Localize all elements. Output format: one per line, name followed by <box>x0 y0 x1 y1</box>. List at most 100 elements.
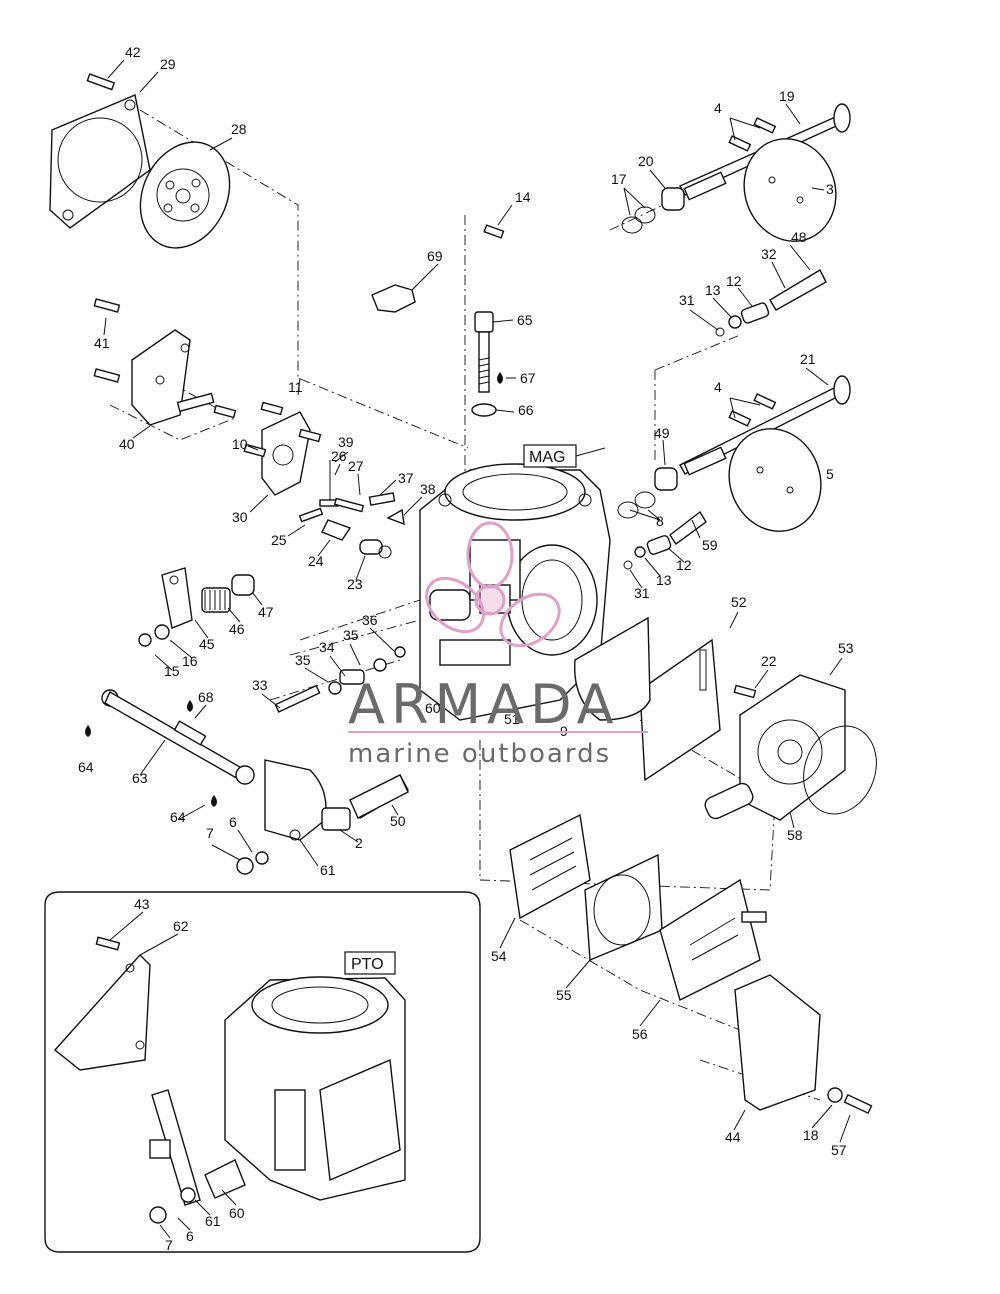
label-49: 49 <box>654 425 670 441</box>
label-63: 63 <box>132 770 148 786</box>
label-14: 14 <box>515 189 531 205</box>
label-58: 58 <box>787 827 803 843</box>
label-61b: 61 <box>205 1213 221 1229</box>
label-21: 21 <box>800 351 816 367</box>
label-51: 51 <box>504 711 520 727</box>
label-2: 2 <box>355 835 363 851</box>
lower-plates <box>509 813 873 1115</box>
needle-valve-set <box>298 460 405 559</box>
label-61a: 61 <box>320 862 336 878</box>
label-48: 48 <box>791 229 807 245</box>
label-59: 59 <box>702 537 718 553</box>
label-4b: 4 <box>714 379 722 395</box>
label-17: 17 <box>611 171 627 187</box>
label-10: 10 <box>232 436 248 452</box>
pto-tag: PTO <box>344 951 396 975</box>
label-27: 27 <box>348 458 364 474</box>
label-25: 25 <box>271 532 287 548</box>
label-26: 26 <box>331 448 347 464</box>
label-37: 37 <box>398 470 414 486</box>
label-64a: 64 <box>78 759 94 775</box>
pump-linkage <box>274 646 406 713</box>
label-64b: 64 <box>170 809 186 825</box>
label-62: 62 <box>173 918 189 934</box>
label-23: 23 <box>347 576 363 592</box>
label-24: 24 <box>308 553 324 569</box>
diaphragm-28 <box>139 141 231 249</box>
label-53: 53 <box>838 640 854 656</box>
label-18: 18 <box>803 1127 819 1143</box>
throttle-shaft-19 <box>621 103 851 242</box>
label-7b: 7 <box>165 1237 173 1253</box>
label-35b: 35 <box>343 627 359 643</box>
flower-logo <box>425 521 561 648</box>
label-54: 54 <box>491 948 507 964</box>
label-65: 65 <box>517 312 533 328</box>
throttle-lever-cluster <box>138 567 255 647</box>
label-31a: 31 <box>679 292 695 308</box>
pump-cover-29 <box>49 94 151 229</box>
screw-42 <box>86 73 116 91</box>
label-16: 16 <box>182 653 198 669</box>
plate-30 <box>243 401 322 496</box>
label-41: 41 <box>94 335 110 351</box>
label-68: 68 <box>198 689 214 705</box>
label-8: 8 <box>656 513 664 529</box>
label-3: 3 <box>826 181 834 197</box>
label-33: 33 <box>252 677 268 693</box>
mag-label: MAG <box>529 449 565 466</box>
label-31b: 31 <box>634 585 650 601</box>
label-29: 29 <box>160 56 176 72</box>
label-40: 40 <box>119 436 135 452</box>
brand-name: ARMADA <box>348 673 620 736</box>
label-19: 19 <box>779 88 795 104</box>
choke-fitting-50 <box>349 774 409 819</box>
label-39: 39 <box>338 434 354 450</box>
silencer-block-40 <box>93 298 237 426</box>
label-38: 38 <box>420 481 436 497</box>
label-11: 11 <box>288 379 303 395</box>
label-13a: 13 <box>705 282 721 298</box>
label-69: 69 <box>427 248 443 264</box>
label-4a: 4 <box>714 100 722 116</box>
label-12a: 12 <box>726 273 742 289</box>
label-6a: 6 <box>229 814 237 830</box>
label-22: 22 <box>761 653 777 669</box>
pto-label: PTO <box>351 956 384 973</box>
label-28: 28 <box>231 121 247 137</box>
label-44: 44 <box>725 1129 741 1145</box>
label-7a: 7 <box>206 825 214 841</box>
pto-inset <box>44 891 481 1253</box>
label-50: 50 <box>390 813 406 829</box>
label-60a: 60 <box>425 700 441 716</box>
label-42: 42 <box>125 44 141 60</box>
callout-labels: 42 29 28 19 4 3 20 17 14 69 48 32 31 13 … <box>78 44 854 1253</box>
throttle-cam-61 <box>236 759 409 875</box>
label-43: 43 <box>134 896 150 912</box>
brand-tagline: marine outboards <box>348 739 611 769</box>
label-32: 32 <box>761 246 777 262</box>
label-36: 36 <box>362 612 378 628</box>
label-20: 20 <box>638 153 654 169</box>
label-56: 56 <box>632 1026 648 1042</box>
label-30: 30 <box>232 509 248 525</box>
label-5: 5 <box>826 466 834 482</box>
label-55: 55 <box>556 987 572 1003</box>
label-6b: 6 <box>186 1228 194 1244</box>
label-45: 45 <box>199 636 215 652</box>
choke-shaft-21 <box>617 375 851 532</box>
label-35a: 35 <box>295 652 311 668</box>
label-60b: 60 <box>229 1205 245 1221</box>
carburetor-body-mag <box>419 463 611 721</box>
leader-lines <box>103 59 851 1239</box>
label-12b: 12 <box>676 557 692 573</box>
label-52: 52 <box>731 594 747 610</box>
adjust-screws <box>623 269 827 570</box>
label-34: 34 <box>319 639 335 655</box>
label-66: 66 <box>518 402 534 418</box>
label-46: 46 <box>229 621 245 637</box>
label-57: 57 <box>831 1142 847 1158</box>
label-47: 47 <box>258 604 274 620</box>
